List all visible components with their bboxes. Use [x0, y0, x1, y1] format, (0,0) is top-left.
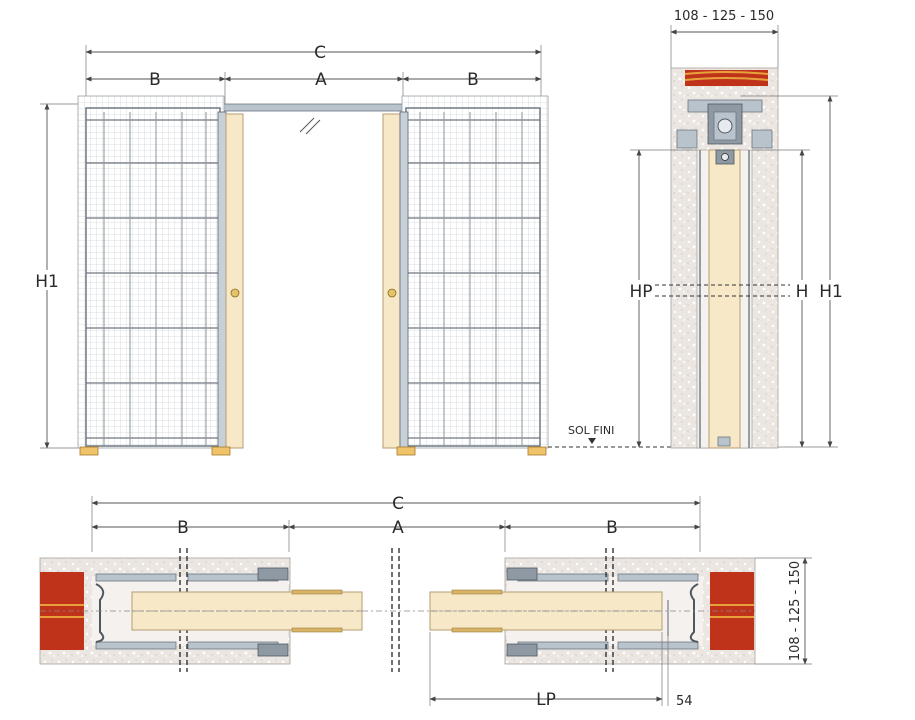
plan-dim-a: A [392, 518, 404, 538]
front-dim-h1: H1 [35, 272, 59, 292]
front-dim-b-left: B [149, 70, 161, 90]
right-door-leaf [382, 113, 401, 449]
plan-dim-c: C [392, 494, 404, 514]
section-view: 108 - 125 - 150 HP [568, 9, 845, 449]
plan-brick-left [40, 572, 84, 650]
front-dim-b-right: B [467, 70, 479, 90]
section-track-assembly [676, 99, 773, 165]
plan-dim-lp: LP [536, 690, 556, 710]
right-door-knob [387, 288, 397, 298]
right-pocket-frame [399, 95, 549, 449]
section-dim-thickness: 108 - 125 - 150 [674, 9, 774, 24]
left-door-leaf [225, 113, 244, 449]
section-door-leaf [708, 149, 741, 449]
plan-dim-b-left: B [177, 518, 189, 538]
section-dim-hp: HP [629, 282, 652, 302]
front-dim-a: A [315, 70, 327, 90]
floor-label: SOL FINI [568, 424, 614, 437]
top-rail [195, 103, 429, 112]
plan-dim-thickness: 108 - 125 - 150 [788, 561, 803, 661]
plan-dim-54: 54 [676, 694, 693, 709]
left-door-knob [230, 288, 240, 298]
front-view: C B A B H1 [30, 43, 672, 456]
floor-marker-icon [588, 438, 596, 444]
section-dim-h: H [796, 282, 809, 302]
plan-view: C B A B [39, 494, 812, 710]
plan-dim-b-right: B [606, 518, 618, 538]
front-dim-c: C [314, 43, 326, 63]
left-pocket-frame [77, 95, 227, 449]
section-dim-h1: H1 [819, 282, 843, 302]
